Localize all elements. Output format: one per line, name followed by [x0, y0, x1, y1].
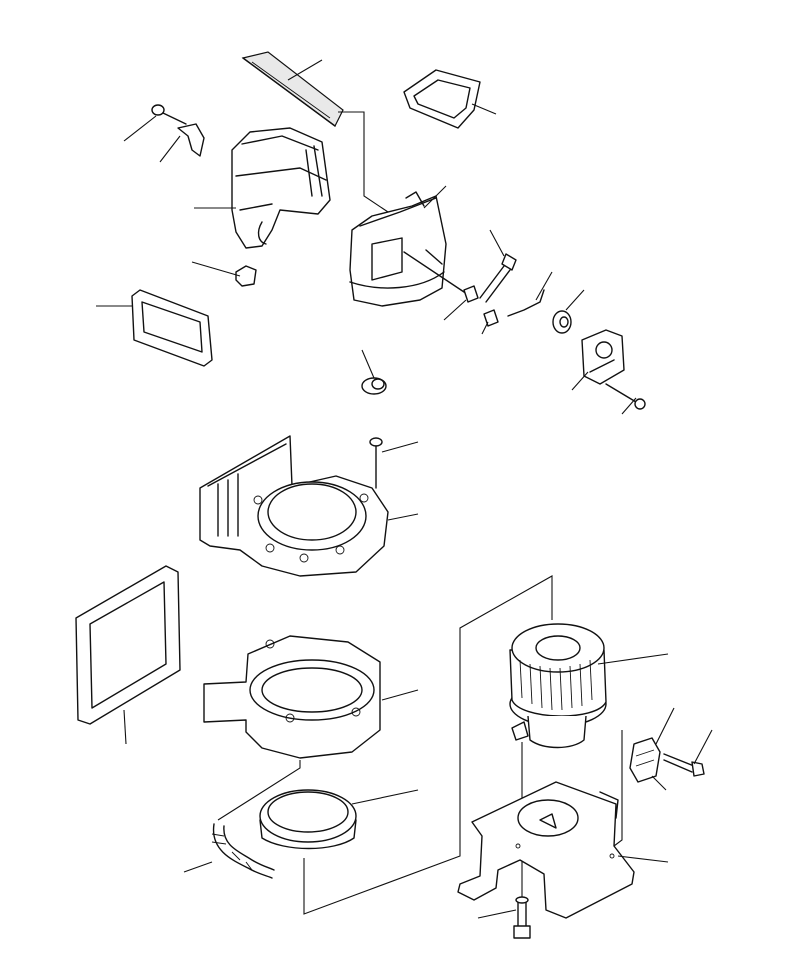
base-bolt [477, 896, 531, 939]
housing-screw [369, 437, 419, 489]
link-pin [403, 251, 479, 321]
servo-actuator [571, 329, 625, 391]
lower-blower-housing [203, 635, 419, 759]
main-case [338, 111, 447, 307]
clip-nut [191, 261, 257, 287]
screw-and-bracket [123, 104, 205, 163]
rod-link [481, 271, 553, 335]
upper-blower-housing [199, 435, 419, 577]
bracket-bolt [663, 729, 713, 777]
actuator-screw [605, 383, 646, 415]
seal-frame-top [403, 69, 497, 129]
resistor-block [629, 707, 675, 791]
blower-motor [509, 623, 669, 749]
gasket-frame [75, 565, 181, 745]
filter-panel [241, 51, 344, 127]
seal-frame-left [96, 289, 213, 367]
duct-housing [194, 127, 331, 249]
assembly-leader [303, 575, 553, 915]
drain-hose [183, 760, 301, 879]
mounting-bracket [457, 730, 669, 919]
lever-cam [552, 289, 585, 334]
grommet [361, 349, 387, 395]
bolt [479, 229, 517, 303]
ring-seal [259, 789, 419, 850]
